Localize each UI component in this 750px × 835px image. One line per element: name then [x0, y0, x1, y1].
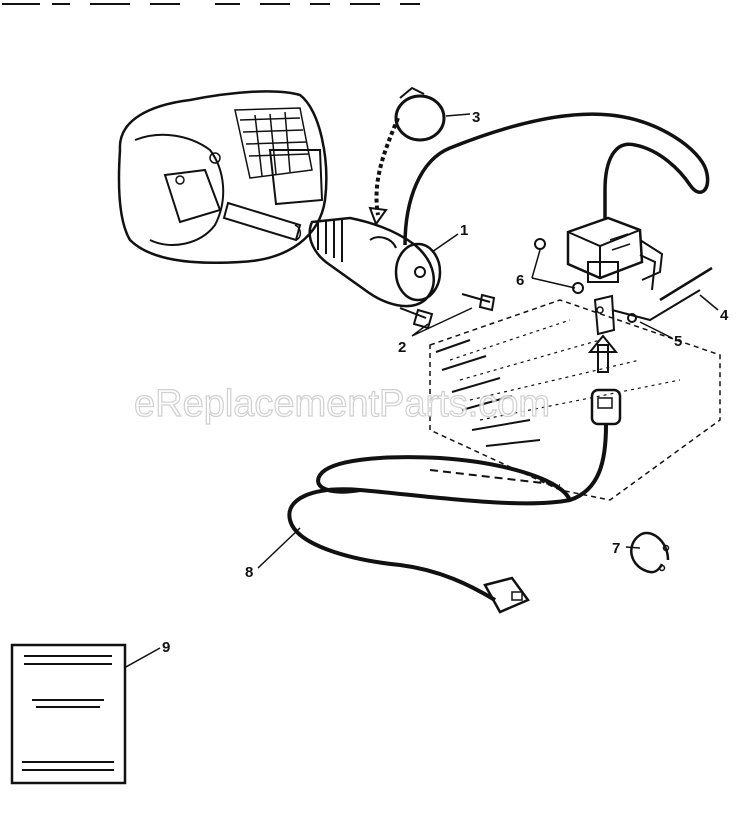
callout-1: 1	[460, 222, 468, 239]
callout-5: 5	[674, 333, 682, 350]
callout-4: 4	[720, 307, 729, 324]
callout-8: 8	[245, 564, 253, 581]
callout-6: 6	[516, 272, 524, 289]
socket-connector	[587, 334, 622, 426]
callout-7: 7	[612, 540, 620, 557]
bracket-assembly	[593, 266, 713, 336]
callout-9: 9	[162, 639, 170, 656]
box-wiring	[639, 239, 664, 291]
leader-lines	[123, 113, 719, 669]
power-cord-coil	[287, 424, 608, 614]
snap-ring	[630, 531, 670, 574]
hose-clamp	[368, 86, 446, 227]
shaft	[222, 201, 302, 242]
watermark: eReplacementParts.com	[134, 383, 550, 425]
ignition-box	[534, 216, 644, 294]
callout-2: 2	[398, 339, 406, 356]
engine-housing	[117, 90, 328, 265]
bolt-upper	[461, 293, 496, 312]
mounting-plate	[429, 299, 721, 501]
instruction-sheet	[10, 643, 127, 785]
pump-motor	[308, 216, 442, 308]
power-cord-upper	[403, 112, 710, 246]
callout-3: 3	[472, 109, 480, 126]
